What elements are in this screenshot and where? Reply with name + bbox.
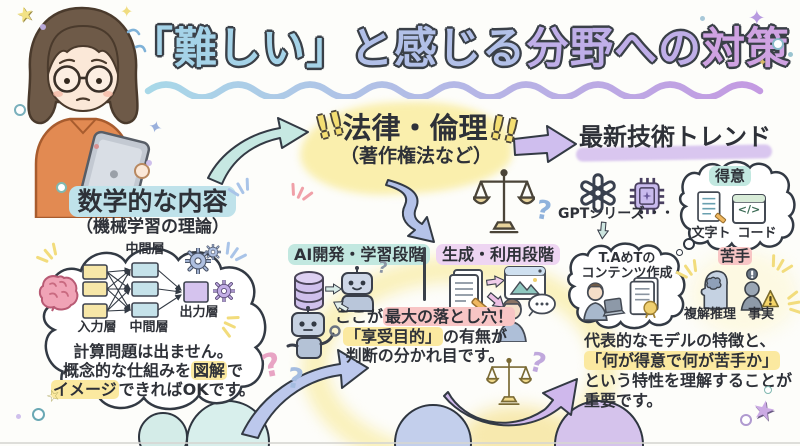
certificate-doc-icon: [629, 277, 659, 318]
bottom-baseline: [0, 442, 800, 444]
browser-image-icon: [504, 266, 546, 300]
law-heading: 法律・倫理: [342, 111, 488, 145]
nn-label-input: 入力層: [77, 320, 117, 335]
dot-top-right-3: [700, 16, 705, 21]
reasoning-head-icon: [700, 270, 728, 310]
arrow-law-down: [385, 179, 435, 243]
title-part-1: 「難しい」: [130, 24, 350, 74]
dot-right-bottom: [740, 414, 752, 426]
title-part-2: と感じる: [350, 24, 526, 74]
dot-bottom-left: [32, 408, 45, 421]
sparkle-top-yellow: ✦: [120, 2, 134, 21]
waving-robot-icon: [286, 306, 341, 359]
math-subheading: （機械学習の理論）: [76, 217, 229, 237]
weakness-item-reasoning: 複解推理: [683, 307, 736, 322]
star-bottom-right: ★: [749, 393, 779, 429]
arrow-bottom-right: [443, 378, 578, 427]
fact-warning-icon: [740, 268, 780, 311]
arrow-bottom-left: [241, 349, 369, 439]
trend-note-line4: 重要です。: [584, 391, 663, 410]
dot-left-4: [56, 182, 67, 193]
strength-cloud-trail-dot2: [676, 249, 683, 256]
trend-note-line3: という特性を理解することが: [584, 371, 793, 390]
title-part-3: 分野への: [526, 24, 702, 74]
openai-logo-icon: [580, 173, 616, 213]
sparkle-right-small: ✦: [758, 56, 768, 69]
nn-label-hidden-top: 中間層: [125, 242, 165, 257]
document-pencil-icon: [449, 269, 489, 314]
gpt-series-label: GPTシリーズ: [558, 206, 645, 222]
scallop-teal-small: [138, 412, 188, 446]
dot-right-mid: [764, 386, 772, 394]
strength-item-text: 文字ト: [691, 226, 731, 241]
code-icon: [732, 194, 766, 224]
nn-label-hidden-bottom: 中間層: [129, 320, 169, 335]
law-subheading: （著作権法など）: [340, 145, 493, 167]
weakness-label: 苦手: [717, 247, 752, 265]
dot-top-right-1: [772, 38, 784, 50]
code-tag-glyph: </>: [737, 203, 761, 216]
dot-bottom-left2: [16, 414, 21, 419]
person-laptop-icon: [582, 282, 626, 321]
pitfall-line1: ここが最大の落とし穴！: [335, 307, 516, 326]
strength-label: 得意: [700, 166, 760, 186]
question-mark-scale: ?: [533, 194, 554, 228]
balance-scale-small-icon: [486, 356, 532, 408]
bangs: [46, 24, 120, 75]
trend-heading: 最新技術トレンド: [579, 123, 771, 151]
dot-left-1: [14, 104, 26, 116]
strength-cloud-trail-dot1: [683, 238, 695, 250]
dot-left-5: [146, 160, 152, 166]
title-wavy-underline: [144, 81, 764, 99]
stage-use-label: 生成・利用段階: [436, 244, 561, 265]
arrow-law-to-trend: [513, 125, 577, 163]
math-note-line3: イメージできればOKです。: [50, 380, 256, 399]
trend-note-line1: 代表的なモデルの特徴と、: [584, 331, 776, 350]
text-doc-icon: [697, 191, 727, 224]
math-heading: 数学的な内容: [55, 186, 250, 217]
page-title: 「難しい」と感じる分野への対策: [128, 14, 792, 76]
content-cloud-line1: T.AめTの: [598, 251, 656, 266]
weakness-item-fact: 事実: [747, 307, 774, 322]
stage-divider: [423, 247, 426, 301]
pitfall-line3: 判断の分かれ目です。: [345, 346, 505, 365]
dot-left-3: [94, 144, 99, 149]
pitfall-line2: 「享受目的」の有無が: [342, 327, 508, 346]
strength-item-code: コード: [737, 226, 777, 241]
robot-head-icon: [341, 266, 374, 312]
dot-top-right-2: [788, 52, 793, 57]
arrow-math-to-law: [207, 117, 309, 185]
math-note-line2: 概念的な仕組みを図解で: [62, 361, 244, 380]
math-note-line1: 計算問題は出ません。: [73, 342, 233, 361]
chip-icon: [629, 177, 665, 215]
balance-scale-icon: [473, 166, 535, 238]
trend-note-line2: 「何が得意で何が苦手か」: [584, 351, 781, 370]
neural-network-diagram: [82, 262, 209, 319]
dot-left-2: [40, 24, 46, 30]
brain-icon: [38, 275, 79, 312]
stage-dev-label: AI開発・学習段階: [288, 244, 431, 265]
chip-more-label: ・・・: [635, 206, 675, 221]
small-arrow-doc-to-browser: [485, 274, 506, 290]
sparkle-top-right: ✦: [748, 6, 766, 30]
nn-label-output: 出力層: [179, 305, 219, 320]
